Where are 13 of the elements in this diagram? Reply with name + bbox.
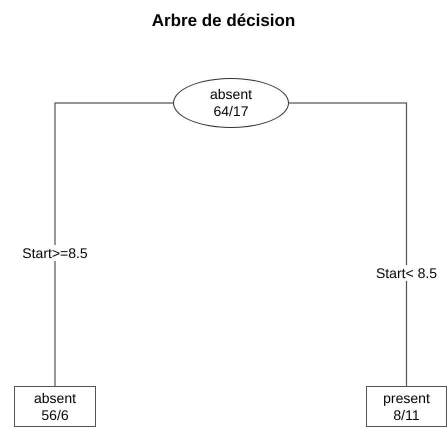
class-label: absent: [210, 86, 252, 103]
class-label: absent: [34, 390, 76, 406]
connector-line: [54, 102, 173, 386]
edge-label: Start>=8.5: [21, 245, 89, 261]
leaf-box: [366, 386, 447, 427]
connector-line: [289, 102, 408, 386]
leaf-box: [14, 386, 96, 427]
count-label: 64/17: [213, 103, 249, 120]
count-label: 56/6: [41, 406, 69, 424]
diagram-title: Arbre de décision: [152, 10, 296, 32]
class-label: present: [383, 390, 430, 406]
count-label: 8/11: [393, 406, 420, 424]
edge-label: Start< 8.5: [374, 265, 438, 281]
